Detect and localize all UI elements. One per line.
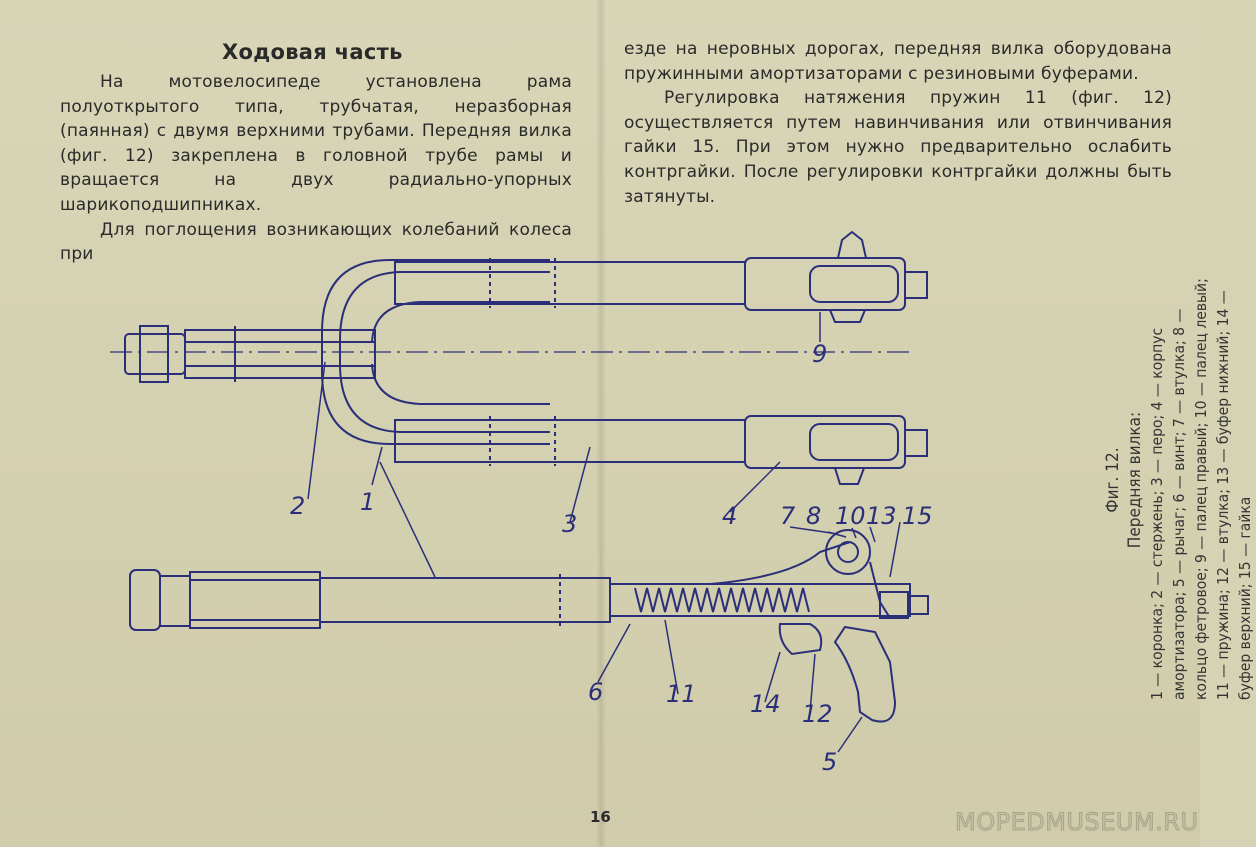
- callout-11: 11: [666, 680, 697, 708]
- callout-6: 6: [588, 678, 603, 706]
- spring: [634, 587, 810, 613]
- callout-4: 4: [722, 502, 737, 530]
- page-number: 16: [590, 808, 611, 826]
- upper-leg: [394, 230, 928, 323]
- callout-1: 1: [360, 488, 375, 516]
- lower-leg: [394, 415, 928, 485]
- buffer-pad: [778, 623, 823, 656]
- paragraph: Регулировка натяжения пружин 11 (фиг. 12…: [624, 88, 1172, 207]
- callout-13: 13: [866, 502, 897, 530]
- callout-15: 15: [902, 502, 933, 530]
- callout-2: 2: [290, 492, 305, 520]
- paragraph: На мотовелосипеде установлена рама полуо…: [60, 72, 572, 215]
- paragraph: езде на неровных дорогах, передняя вилка…: [624, 39, 1172, 84]
- caption-title: Фиг. 12.: [1103, 447, 1123, 513]
- page-gutter: [596, 0, 606, 847]
- front-fork-drawing: 9 2 1 3 4 7 8 10 13 15 6 11 14 12 5: [110, 230, 933, 776]
- right-column-text: езде на неровных дорогах, передняя вилка…: [624, 37, 1172, 209]
- figure-caption: Фиг. 12. Передняя вилка: 1 — коронка; 2 …: [1102, 260, 1256, 700]
- callout-14: 14: [750, 690, 781, 718]
- callout-3: 3: [562, 510, 577, 538]
- callout-9: 9: [812, 340, 827, 368]
- crown: [321, 259, 550, 445]
- leader-lines: [307, 312, 901, 753]
- callout-5: 5: [822, 748, 837, 776]
- lever: [833, 625, 897, 723]
- caption-legend: 1 — коронка; 2 — стержень; 3 — перо; 4 —…: [1148, 278, 1254, 700]
- stem-tube: [124, 325, 376, 383]
- section-heading: Ходовая часть: [222, 40, 403, 64]
- paragraph: Для поглощения возникающих колебаний кол…: [60, 219, 572, 265]
- callout-8: 8: [806, 502, 821, 530]
- watermark: MOPEDMUSEUM.RU: [955, 808, 1199, 837]
- callout-10: 10: [835, 502, 866, 530]
- left-column-text: На мотовелосипеде установлена рама полуо…: [60, 70, 572, 267]
- callout-12: 12: [802, 700, 833, 728]
- callout-7: 7: [780, 502, 796, 530]
- bottom-leg: [129, 529, 929, 723]
- caption-subtitle: Передняя вилка:: [1125, 411, 1145, 549]
